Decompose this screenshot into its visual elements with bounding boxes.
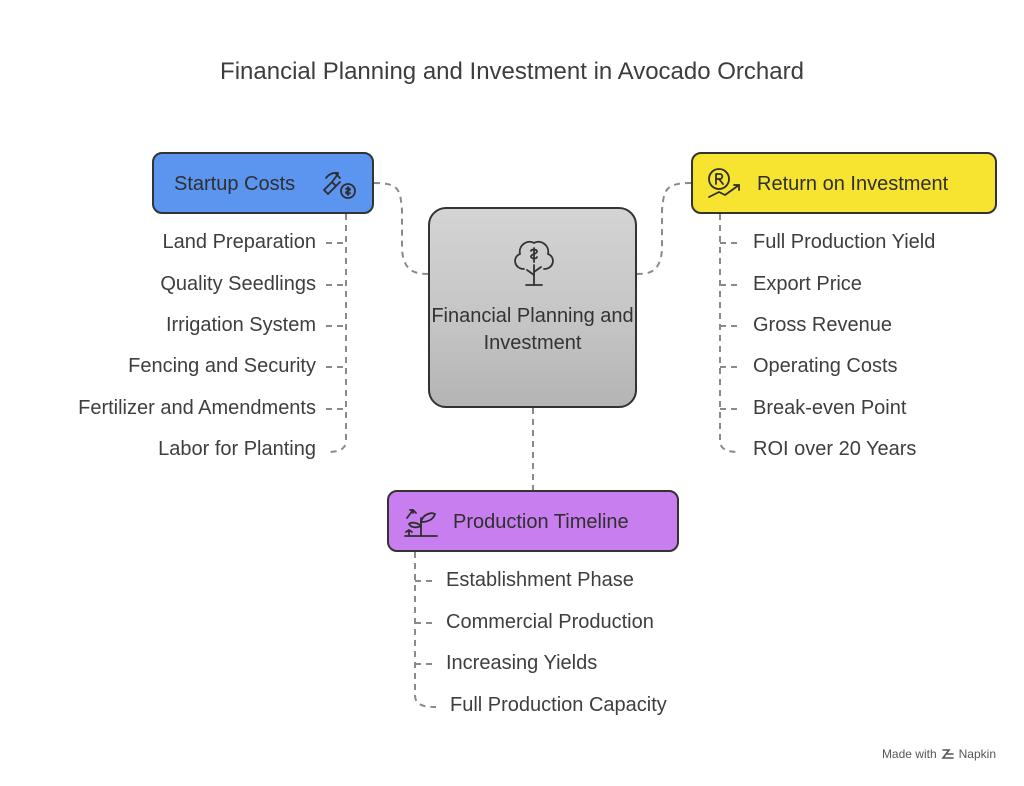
page-title: Financial Planning and Investment in Avo… — [220, 58, 804, 85]
startup-items-rail — [325, 214, 347, 453]
center-label: Financial Planning and Investment — [431, 305, 634, 354]
made-with-text: Made with — [881, 747, 937, 761]
roi-items-rail — [719, 214, 741, 453]
timeline-item: Establishment Phase — [446, 569, 634, 591]
financial-planning-center-node[interactable]: Financial Planning and Investment — [428, 207, 637, 408]
roi-item: Gross Revenue — [753, 314, 892, 336]
made-with-napkin-footer[interactable]: Made with Napkin — [882, 747, 996, 761]
roi-item: Export Price — [753, 273, 862, 295]
roi-item: Full Production Yield — [753, 231, 936, 253]
roi-item: Break-even Point — [753, 397, 907, 419]
timeline-item: Full Production Capacity — [450, 694, 667, 716]
startup-item: Irrigation System — [165, 314, 316, 336]
napkin-logo-icon — [941, 749, 954, 759]
rupee-growth-icon — [708, 168, 740, 198]
roi-item: ROI over 20 Years — [753, 438, 917, 460]
startup-item: Fencing and Security — [128, 355, 316, 377]
startup-costs-label: Startup Costs — [174, 173, 296, 195]
connector-roi-center — [635, 182, 692, 275]
plant-growth-icon — [404, 509, 438, 537]
startup-item: Fertilizer and Amendments — [78, 397, 316, 419]
startup-item: Labor for Planting — [158, 438, 316, 460]
return-on-investment-node[interactable]: Return on Investment — [691, 152, 997, 214]
startup-costs-icon — [323, 171, 356, 199]
startup-item: Land Preparation — [162, 231, 316, 253]
startup-costs-node[interactable]: Startup Costs — [152, 152, 374, 214]
timeline-item: Commercial Production — [446, 611, 654, 633]
timeline-item: Increasing Yields — [446, 652, 598, 674]
production-timeline-node[interactable]: Production Timeline — [387, 490, 679, 552]
return-on-investment-label: Return on Investment — [757, 173, 949, 195]
startup-item: Quality Seedlings — [160, 273, 316, 295]
production-timeline-label: Production Timeline — [453, 511, 629, 533]
napkin-brand-text: Napkin — [958, 747, 996, 761]
timeline-items-rail — [414, 552, 437, 708]
money-tree-icon — [514, 240, 554, 286]
roi-item: Operating Costs — [753, 355, 898, 377]
connector-startup-center — [373, 182, 431, 275]
